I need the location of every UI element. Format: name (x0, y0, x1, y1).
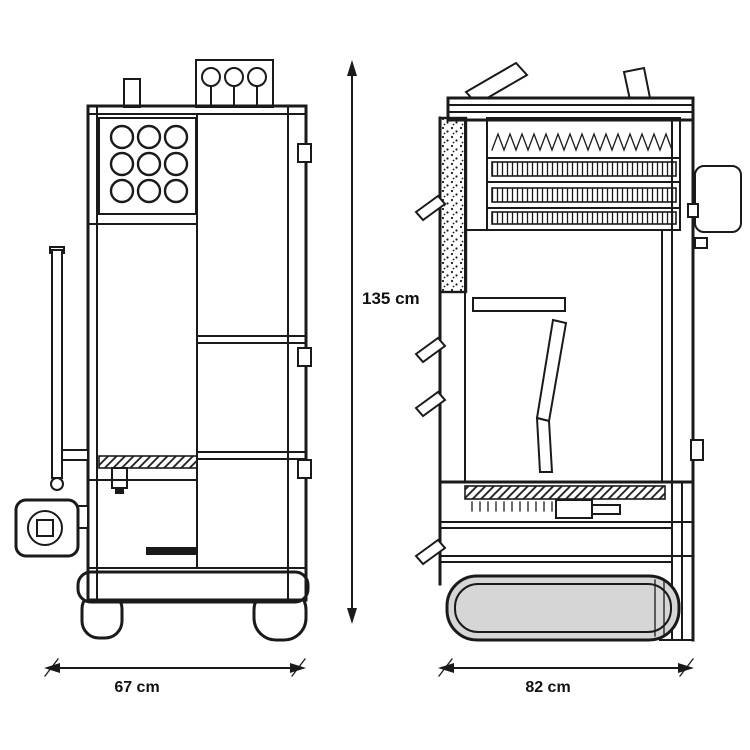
side-fan-box (694, 165, 742, 233)
side-door-hinge (414, 194, 447, 222)
front-fan (27, 510, 63, 546)
front-fan-housing (14, 498, 80, 558)
side-door-hinge (414, 390, 447, 418)
arrow-left-icon (44, 663, 60, 673)
side-base-drawer (445, 574, 681, 642)
height-dimension-label: 135 cm (362, 289, 420, 308)
side-lever-lower (535, 416, 554, 473)
front-door-hinge (297, 143, 312, 163)
side-air-nozzle (472, 297, 566, 312)
side-latch (690, 439, 704, 461)
front-door-hinge (297, 347, 312, 367)
front-base (76, 570, 310, 604)
arrow-down-icon (347, 608, 357, 624)
side-grate-comb (471, 501, 553, 512)
side-depth-dimension-label: 82 cm (525, 679, 570, 696)
arrow-up-icon (347, 60, 357, 76)
side-exchanger-fin (491, 187, 677, 203)
side-door-hinge (414, 336, 447, 364)
side-fan-box-tab (687, 203, 699, 218)
side-ash-box (555, 499, 593, 519)
side-depth-dimension: 82 cm (438, 658, 694, 696)
side-turbulator-zigzag (491, 132, 673, 152)
side-view-drawing (414, 61, 742, 642)
front-ash-slot (146, 547, 196, 555)
front-grate-strip (98, 455, 198, 469)
side-base-inner (454, 583, 672, 633)
front-lever-link (61, 449, 89, 461)
side-ash-tube (591, 504, 621, 515)
side-top-plate (446, 96, 695, 122)
side-fitting (694, 237, 708, 249)
side-exchanger-fin (491, 161, 677, 177)
front-lever-knob (50, 477, 64, 491)
side-grate (464, 485, 666, 500)
side-exchanger-fin (491, 211, 677, 225)
side-lever-upper (535, 318, 568, 423)
front-chimney-stub (123, 78, 141, 108)
front-latch (111, 467, 128, 489)
side-flue-outlet (622, 66, 652, 102)
front-door-hinge (297, 459, 312, 479)
front-regulator-lever (51, 249, 63, 479)
height-dimension: 135 cm (347, 60, 420, 624)
front-view-drawing (14, 59, 312, 642)
front-width-dimension-label: 67 cm (114, 679, 159, 696)
arrow-left-icon (438, 663, 454, 673)
front-fan-motor (36, 519, 54, 537)
side-door-hinge (414, 538, 447, 566)
front-width-dimension: 67 cm (44, 658, 306, 696)
front-tube-panel (98, 117, 197, 215)
